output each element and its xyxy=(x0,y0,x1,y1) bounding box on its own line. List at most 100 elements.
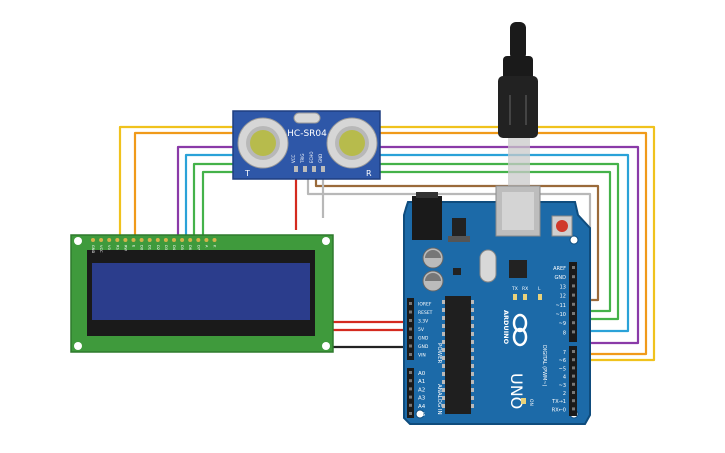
lcd-pin[interactable] xyxy=(163,238,168,242)
sensor-pin[interactable] xyxy=(321,166,325,172)
power-pin[interactable] xyxy=(409,327,412,331)
wire-purple xyxy=(176,145,640,345)
power-pin[interactable] xyxy=(409,310,412,314)
ic-pin xyxy=(471,300,474,304)
power-pin[interactable] xyxy=(409,353,412,356)
transmitter xyxy=(250,130,276,156)
power-pin-label: RESET xyxy=(418,310,433,316)
digital-pin[interactable] xyxy=(572,302,575,306)
analog-pin-label: A3 xyxy=(418,396,426,402)
receiver xyxy=(339,130,365,156)
lcd-pin[interactable] xyxy=(147,238,152,242)
lcd-pin[interactable] xyxy=(180,238,185,242)
lcd-pin[interactable] xyxy=(123,238,128,242)
led-tx-label: TX xyxy=(511,286,518,292)
ic-pin xyxy=(442,356,445,360)
lcd-pin[interactable] xyxy=(204,238,209,242)
digital-pin-label: 4 xyxy=(563,375,566,381)
analog-pin-label: A5 xyxy=(418,412,426,418)
lcd-pin[interactable] xyxy=(107,238,112,242)
wire-yellow xyxy=(118,125,656,362)
digital-pin[interactable] xyxy=(572,382,575,386)
sensor-side-left: T xyxy=(244,169,250,178)
wire-blue xyxy=(184,153,630,333)
ic-pin xyxy=(442,348,445,352)
ic-pin xyxy=(442,308,445,312)
digital-pin[interactable] xyxy=(572,312,575,315)
digital-pin[interactable] xyxy=(572,399,575,403)
ic-pin xyxy=(442,324,445,328)
lcd-pin[interactable] xyxy=(196,238,201,242)
digital-pin[interactable] xyxy=(572,391,575,394)
lcd-pin[interactable] xyxy=(131,238,136,242)
analog-pin[interactable] xyxy=(409,379,412,383)
analog-pin-label: A4 xyxy=(418,404,426,410)
usb-cable xyxy=(498,22,538,188)
sensor-pin[interactable] xyxy=(303,166,307,172)
analog-pin[interactable] xyxy=(409,395,412,399)
analog-pin[interactable] xyxy=(409,403,412,407)
digital-pin[interactable] xyxy=(572,275,575,279)
sensor-pin[interactable] xyxy=(312,166,316,172)
wire-brown-echo xyxy=(314,168,600,302)
power-pin[interactable] xyxy=(409,319,412,322)
lcd-pin[interactable] xyxy=(155,238,160,242)
digital-pin[interactable] xyxy=(572,374,575,378)
lcd-pin[interactable] xyxy=(91,238,95,242)
digital-pin[interactable] xyxy=(572,266,575,269)
lcd-pin[interactable] xyxy=(115,238,120,242)
power-pin[interactable] xyxy=(409,344,412,348)
digital-pin[interactable] xyxy=(572,321,575,325)
digital-pin-label: ~11 xyxy=(555,303,566,309)
analog-pin[interactable] xyxy=(409,412,412,415)
analog-pin-label: A1 xyxy=(418,379,425,385)
wire-green-a xyxy=(192,162,620,321)
ic-pin xyxy=(442,380,445,384)
ic-pins-right xyxy=(471,300,474,408)
digital-pin[interactable] xyxy=(572,350,575,353)
analog-header xyxy=(407,368,414,418)
wire-green-b xyxy=(201,170,612,313)
sensor-model: HC-SR04 xyxy=(287,129,327,139)
ic-pin xyxy=(442,396,445,400)
power-pin-label: IOREF xyxy=(418,302,432,308)
digital-pin-label: AREF xyxy=(553,266,566,272)
ic-pins-left xyxy=(442,300,445,408)
ic-pin xyxy=(471,396,474,400)
lcd-pin[interactable] xyxy=(212,238,217,242)
power-pin[interactable] xyxy=(409,302,412,305)
ic-pin xyxy=(442,364,445,368)
sensor-pin-label: GND xyxy=(318,154,323,163)
ic-pin xyxy=(471,404,474,408)
power-pin[interactable] xyxy=(409,336,412,339)
power-header-label: POWER xyxy=(436,343,442,364)
led-l-label: L xyxy=(538,286,541,292)
digital-pin[interactable] xyxy=(572,366,575,370)
analog-pin[interactable] xyxy=(409,387,412,391)
digital-pin[interactable] xyxy=(572,407,575,411)
lcd-screen xyxy=(92,263,310,320)
digital-pin[interactable] xyxy=(572,284,575,288)
power-pin-label: GND xyxy=(418,344,429,350)
ic-pin xyxy=(442,316,445,320)
sensor-pin-label: VCC xyxy=(291,154,296,163)
lcd-pin-label: VCC xyxy=(99,245,103,253)
lcd-pin[interactable] xyxy=(99,238,104,242)
ic-pin xyxy=(471,316,474,320)
lcd-pin[interactable] xyxy=(139,238,144,242)
digital-pin-label: ~5 xyxy=(559,366,566,372)
digital-pin[interactable] xyxy=(572,293,575,297)
digital-pin[interactable] xyxy=(572,358,575,362)
ic-pin xyxy=(442,300,445,304)
ic-pin xyxy=(442,388,445,392)
lcd-pin-label: RS xyxy=(115,245,119,250)
lcd-pin[interactable] xyxy=(188,238,193,242)
sensor-pin[interactable] xyxy=(294,166,298,172)
digital-pin[interactable] xyxy=(572,330,575,334)
power-pin-label: 5V xyxy=(418,327,425,333)
analog-pin[interactable] xyxy=(409,371,412,374)
lcd-pin[interactable] xyxy=(172,238,176,242)
